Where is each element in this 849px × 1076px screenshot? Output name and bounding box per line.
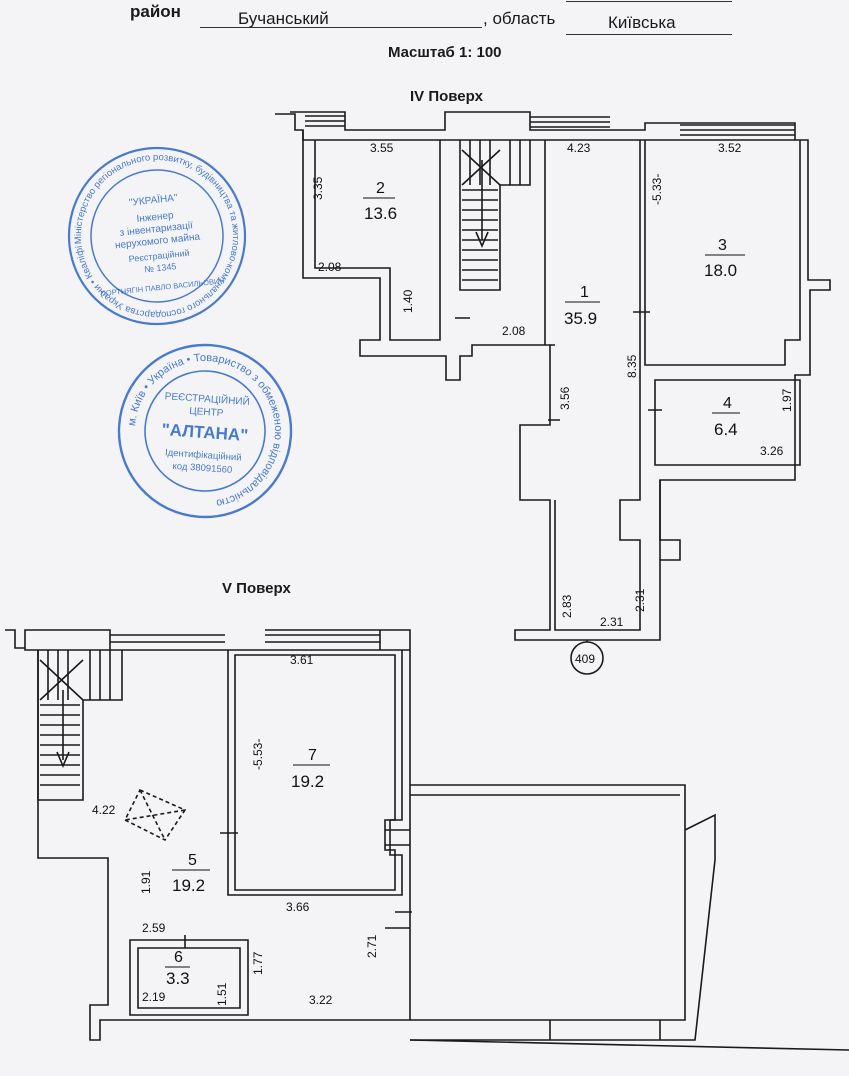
v-adjacent-unit <box>410 784 716 1041</box>
altana-stamp-l4: Ідентифікаційний <box>165 447 242 463</box>
iv-stair-treads <box>462 140 521 281</box>
v-outer-wall <box>5 629 411 1041</box>
iv-dim-5: -5.33- <box>650 174 664 205</box>
iv-window-2 <box>530 116 610 128</box>
iv-dimensions: 3.55 4.23 3.52 3.35 -5.33- 2.08 1.40 2.0… <box>311 141 794 666</box>
iv-door-ticks <box>455 311 662 421</box>
v-room7-inner <box>234 654 396 891</box>
iv-dim-12: 3.26 <box>760 444 784 458</box>
iv-dim-9: 3.56 <box>558 386 572 410</box>
v-dim-5: 3.66 <box>286 900 310 914</box>
altana-stamp-l5: код 38091560 <box>172 461 232 476</box>
iv-window-3 <box>680 124 795 136</box>
district-value: Бучанський <box>238 9 329 28</box>
v-room7-walls <box>227 650 403 896</box>
iv-room3-walls <box>644 140 801 366</box>
altana-stamp-l2: ЦЕНТР <box>189 406 224 419</box>
iv-room2-num: 2 <box>376 180 385 197</box>
iv-window-1 <box>305 115 345 127</box>
iv-dim-6: 2.08 <box>318 260 342 274</box>
iv-marker-number: 409 <box>575 652 595 666</box>
iv-room4-area: 6.4 <box>714 420 738 439</box>
v-dim-10: 2.19 <box>142 990 166 1004</box>
engineer-stamp-l2: Інженер <box>136 210 175 225</box>
floor-iv-title: IV Поверх <box>410 88 483 105</box>
v-dim-4: 1.91 <box>139 870 153 894</box>
iv-room4-num: 4 <box>723 395 732 412</box>
v-stair-diag <box>39 659 84 701</box>
v-dim-3: 4.22 <box>92 803 116 817</box>
iv-room2-area: 13.6 <box>364 204 397 223</box>
v-dim-8: 2.71 <box>365 934 379 958</box>
top-underline <box>566 1 732 2</box>
district-label: район <box>130 2 181 21</box>
iv-dim-11: 1.97 <box>780 388 794 412</box>
v-dim-2: -5.53- <box>251 739 265 770</box>
iv-dim-14: 2.31 <box>633 588 647 612</box>
iv-outer-wall <box>275 111 831 641</box>
v-stair-arrow <box>56 690 70 769</box>
iv-stair-diag <box>461 149 501 186</box>
iv-dim-8: 2.08 <box>502 324 526 338</box>
v-dim-1: 3.61 <box>290 653 314 667</box>
v-door-ticks <box>184 829 412 948</box>
iv-room2-walls <box>314 140 441 341</box>
iv-room3-num: 3 <box>718 237 727 254</box>
iv-room1-area: 35.9 <box>564 309 597 328</box>
altana-stamp-l3: "АЛТАНА" <box>161 420 249 445</box>
iv-room1-num: 1 <box>580 284 589 301</box>
iv-dim-7: 1.40 <box>401 289 415 313</box>
iv-inner-outline <box>302 130 795 141</box>
iv-stair-box <box>459 140 531 291</box>
engineer-stamp-l5: Реєстраційний <box>128 248 190 264</box>
v-dim-7: 1.77 <box>251 951 265 975</box>
engineer-stamp: Міністерство регіонального розвитку, буд… <box>0 0 249 336</box>
iv-dim-1: 3.55 <box>370 141 394 155</box>
engineer-stamp-l1: "УКРАЇНА" <box>128 192 178 209</box>
v-room6-inner <box>137 947 241 1009</box>
floor-v-title: V Поверх <box>222 580 291 597</box>
iv-dim-10: 8.35 <box>625 354 639 378</box>
iv-room1-walls <box>544 140 641 631</box>
v-dim-11: 1.51 <box>215 982 229 1006</box>
iv-room4-walls <box>654 379 801 466</box>
v-windows <box>110 634 380 643</box>
iv-stair-arrow <box>475 160 489 249</box>
iv-dim-15: 2.31 <box>600 615 624 629</box>
altana-stamp-l1: РЕЄСТРАЦІЙНИЙ <box>164 389 250 408</box>
v-bottom-line <box>409 1020 849 1051</box>
v-room6-walls <box>129 939 249 1016</box>
altana-stamp: м. Київ • Україна • Товариство з обмежен… <box>117 343 293 519</box>
iv-dim-3: 3.52 <box>718 141 742 155</box>
v-dimensions: 3.61 -5.53- 4.22 1.91 3.66 2.59 1.77 2.7… <box>92 653 379 1007</box>
v-room6-num: 6 <box>174 949 183 966</box>
region-label: , область <box>483 9 556 28</box>
v-room6-area: 3.3 <box>166 969 190 988</box>
iv-room3-area: 18.0 <box>704 261 737 280</box>
v-room5-area: 19.2 <box>172 876 205 895</box>
v-dim-9: 3.22 <box>309 993 333 1007</box>
v-room7-area: 19.2 <box>291 772 324 791</box>
engineer-stamp-l6: № 1345 <box>144 261 177 274</box>
region-value: Київська <box>608 13 676 32</box>
v-hatch <box>123 788 187 842</box>
v-room-labels: 7 19.2 5 19.2 6 3.3 <box>165 747 330 988</box>
iv-dim-4: 3.35 <box>311 176 325 200</box>
v-room7-num: 7 <box>308 747 317 764</box>
v-room5-num: 5 <box>188 852 197 869</box>
region-underline <box>566 34 732 35</box>
district-underline <box>200 27 482 28</box>
v-dim-6: 2.59 <box>142 921 166 935</box>
iv-dim-13: 2.83 <box>560 594 574 618</box>
v-stair-box <box>37 650 123 801</box>
iv-room-labels: 2 13.6 1 35.9 3 18.0 4 6.4 <box>363 180 745 439</box>
iv-dim-2: 4.23 <box>567 141 591 155</box>
scale-label: Масштаб 1: 100 <box>388 44 502 61</box>
